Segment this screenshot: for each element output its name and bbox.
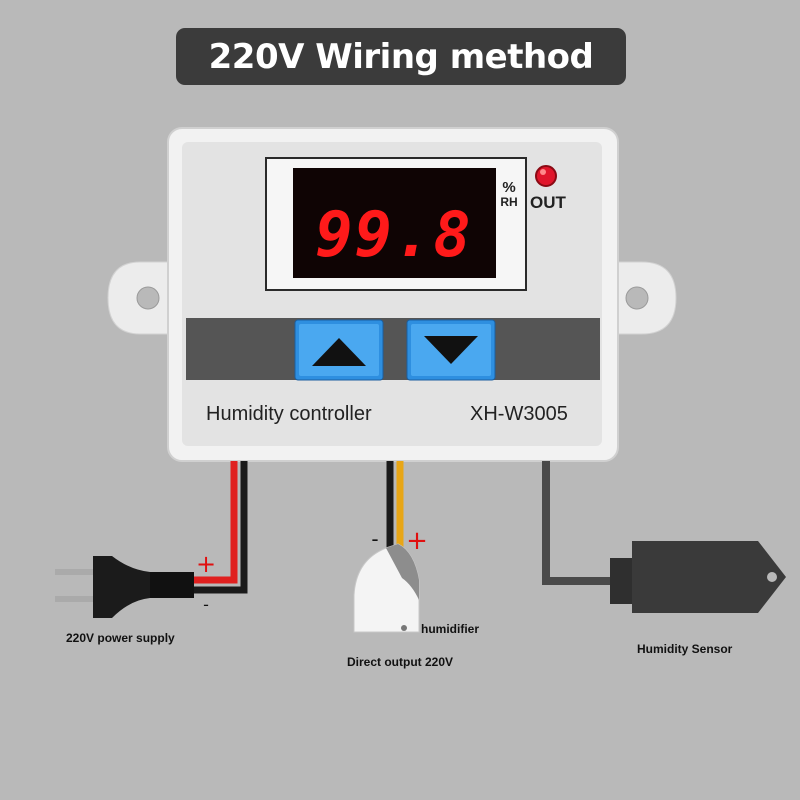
up-button[interactable]	[294, 319, 384, 381]
humidity-sensor-icon	[610, 541, 786, 613]
title-banner: 220V Wiring method	[176, 28, 626, 85]
power-minus-sign: -	[203, 595, 209, 614]
mounting-ear-right	[611, 261, 677, 335]
device-name: Humidity controller	[206, 403, 372, 425]
humidifier-icon	[353, 543, 420, 633]
humidifier-label: humidifier	[421, 622, 480, 636]
out-label: OUT	[530, 193, 567, 212]
up-arrow-icon	[312, 338, 366, 366]
power-wires	[192, 461, 248, 594]
power-supply-label: 220V power supply	[66, 631, 175, 645]
lcd-display	[293, 168, 496, 278]
title-text: 220V Wiring method	[208, 36, 594, 77]
humidifier-wires	[386, 461, 404, 548]
sensor-label: Humidity Sensor	[637, 642, 733, 656]
humidifier-minus-sign: -	[371, 527, 378, 551]
unit-rh: RH	[500, 195, 517, 209]
unit-percent: %	[502, 179, 515, 196]
down-arrow-icon	[424, 336, 478, 364]
power-plug-icon	[55, 556, 194, 618]
down-button[interactable]	[406, 319, 496, 381]
display-value: 99.8	[315, 198, 472, 271]
device-model: XH-W3005	[470, 403, 568, 425]
out-led	[535, 165, 557, 187]
humidifier-plus-sign: +	[406, 526, 428, 556]
mounting-ear-left	[107, 261, 176, 335]
direct-output-label: Direct output 220V	[347, 655, 454, 669]
power-plus-sign: +	[196, 550, 216, 578]
button-strip	[186, 318, 600, 380]
sensor-wire	[542, 461, 612, 585]
